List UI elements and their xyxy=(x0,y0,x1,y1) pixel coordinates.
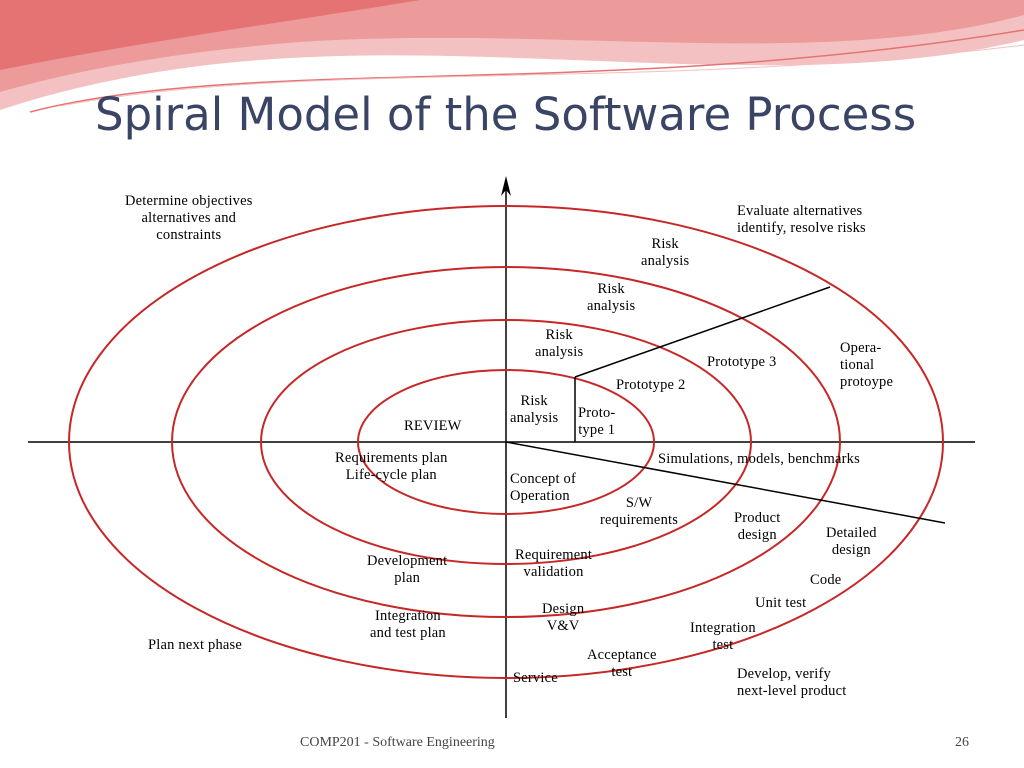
operational-prototype-label: Opera- tional protoype xyxy=(840,340,893,391)
requirement-validation-line-2: validation xyxy=(523,564,584,580)
evaluate-alternatives-line-1: Evaluate alternatives xyxy=(737,203,863,219)
detailed-design-line-2: design xyxy=(831,542,871,558)
requirements-plan-label: Requirements plan Life-cycle plan xyxy=(335,450,448,484)
detailed-design-line-1: Detailed xyxy=(826,525,877,541)
integration-test-line-1: Integration xyxy=(690,620,756,636)
risk-analysis-2-line-2: analysis xyxy=(535,344,584,360)
requirements-plan-line-2: Life-cycle plan xyxy=(345,467,437,483)
risk-analysis-4-line-1: Risk xyxy=(651,236,679,252)
footer-course: COMP201 - Software Engineering xyxy=(300,735,495,750)
requirement-validation-line-1: Requirement xyxy=(515,547,593,563)
risk-analysis-label-3: Risk analysis xyxy=(587,281,635,315)
product-design-line-2: design xyxy=(737,527,777,543)
develop-verify-line-1: Develop, verify xyxy=(737,666,831,682)
design-vv-line-2: V&V xyxy=(546,618,580,634)
operational-prototype-line-1: Opera- xyxy=(840,340,882,356)
requirements-plan-line-1: Requirements plan xyxy=(335,450,448,466)
banner-stroke-2 xyxy=(59,44,1024,107)
integration-test-plan-label: Integration and test plan xyxy=(370,608,446,642)
risk-analysis-1-line-2: analysis xyxy=(510,410,559,426)
operational-prototype-line-2: tional xyxy=(840,357,875,373)
design-vv-label: Design V&V xyxy=(542,601,584,635)
design-vv-line-1: Design xyxy=(542,601,585,617)
risk-analysis-label-4: Risk analysis xyxy=(641,236,689,270)
simulation-ray xyxy=(505,441,946,524)
risk-analysis-4-line-2: analysis xyxy=(641,253,690,269)
develop-verify-line-2: next-level product xyxy=(737,683,847,699)
code-label: Code xyxy=(810,572,842,588)
plan-next-phase-label: Plan next phase xyxy=(148,637,243,653)
spiral-loop-3 xyxy=(171,266,841,618)
acceptance-test-label: Acceptance test xyxy=(587,647,657,681)
prototype-3-label: Prototype 3 xyxy=(707,354,777,370)
prototype-1-line-2: type 1 xyxy=(578,422,616,438)
page-number: 26 xyxy=(955,735,969,750)
spiral-loop-2 xyxy=(260,319,752,565)
detailed-design-label: Detailed design xyxy=(826,525,877,559)
banner-stroke xyxy=(29,29,1024,113)
operational-prototype-line-3: protoype xyxy=(840,374,894,390)
risk-analysis-1-line-1: Risk xyxy=(520,393,548,409)
simulations-label: Simulations, models, benchmarks xyxy=(658,451,860,467)
acceptance-test-line-2: test xyxy=(611,664,633,680)
product-design-line-1: Product xyxy=(734,510,781,526)
review-label: REVIEW xyxy=(404,418,462,434)
requirement-validation-label: Requirement validation xyxy=(515,547,592,581)
evaluate-alternatives-label: Evaluate alternatives identify, resolve … xyxy=(737,203,866,237)
integration-test-label: Integration test xyxy=(690,620,756,654)
risk-analysis-label-1: Risk analysis xyxy=(510,393,558,427)
concept-of-operation-line-1: Concept of xyxy=(510,471,577,487)
spiral-loop-1 xyxy=(357,369,655,515)
integration-test-line-2: test xyxy=(712,637,734,653)
development-plan-line-2: plan xyxy=(394,570,421,586)
development-plan-label: Development plan xyxy=(367,553,447,587)
integration-test-plan-line-2: and test plan xyxy=(370,625,446,641)
service-label: Service xyxy=(513,670,558,686)
prototype-2-label: Prototype 2 xyxy=(616,377,686,393)
evaluate-alternatives-line-2: identify, resolve risks xyxy=(737,220,866,236)
risk-analysis-3-line-2: analysis xyxy=(587,298,636,314)
risk-analysis-3-line-1: Risk xyxy=(597,281,625,297)
risk-analysis-label-2: Risk analysis xyxy=(535,327,583,361)
risk-analysis-2-line-1: Risk xyxy=(545,327,573,343)
header-banner xyxy=(0,0,1024,113)
axis-arrow-icon xyxy=(501,176,511,196)
prototype-1-line-1: Proto- xyxy=(578,405,616,421)
slide-title: Spiral Model of the Software Process xyxy=(95,88,917,141)
spiral-loop-4 xyxy=(68,205,944,679)
prototype-ray xyxy=(574,286,831,378)
integration-test-plan-line-1: Integration xyxy=(375,608,441,624)
unit-test-label: Unit test xyxy=(755,595,807,611)
determine-objectives-line-2: alternatives and xyxy=(141,210,237,226)
determine-objectives-label: Determine objectives alternatives and co… xyxy=(125,193,253,244)
sw-requirements-line-2: requirements xyxy=(600,512,679,528)
prototype-1-label: Proto- type 1 xyxy=(578,405,615,439)
concept-of-operation-label: Concept of Operation xyxy=(510,471,576,505)
acceptance-test-line-1: Acceptance xyxy=(587,647,657,663)
concept-of-operation-line-2: Operation xyxy=(510,488,570,504)
determine-objectives-line-1: Determine objectives xyxy=(125,193,253,209)
product-design-label: Product design xyxy=(734,510,781,544)
determine-objectives-line-3: constraints xyxy=(156,227,222,243)
development-plan-line-1: Development xyxy=(367,553,448,569)
sw-requirements-label: S/W requirements xyxy=(600,495,678,529)
banner-wave-front xyxy=(0,0,420,70)
develop-verify-label: Develop, verify next-level product xyxy=(737,666,847,700)
sw-requirements-line-1: S/W xyxy=(625,495,653,511)
